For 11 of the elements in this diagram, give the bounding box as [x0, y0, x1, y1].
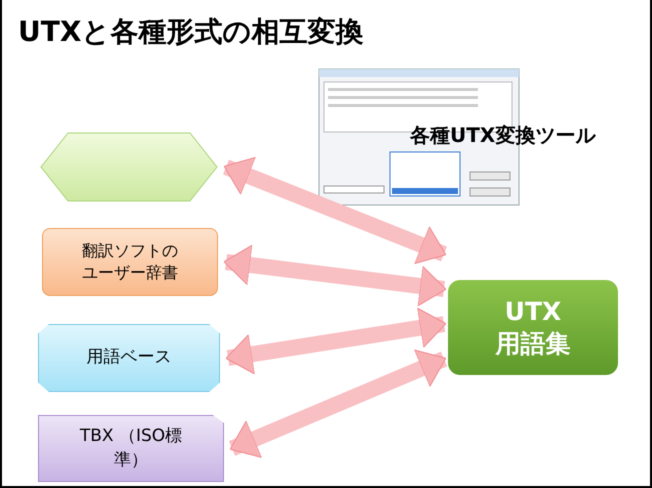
hexagon-shape: [40, 132, 218, 202]
double-arrow: [226, 307, 446, 375]
tool-label: 各種UTX変換ツール: [410, 122, 596, 149]
double-arrow: [223, 156, 447, 264]
process-box: TBX （ISO標準）: [38, 415, 224, 482]
title: UTXと各種形式の相互変換: [18, 14, 364, 49]
process-box: 翻訳ソフトのユーザー辞書: [42, 228, 218, 296]
double-arrow: [228, 349, 448, 458]
double-arrow: [224, 244, 446, 306]
process-box: UTX 用語集: [448, 280, 618, 375]
process-box: 用語ベース: [38, 324, 220, 392]
